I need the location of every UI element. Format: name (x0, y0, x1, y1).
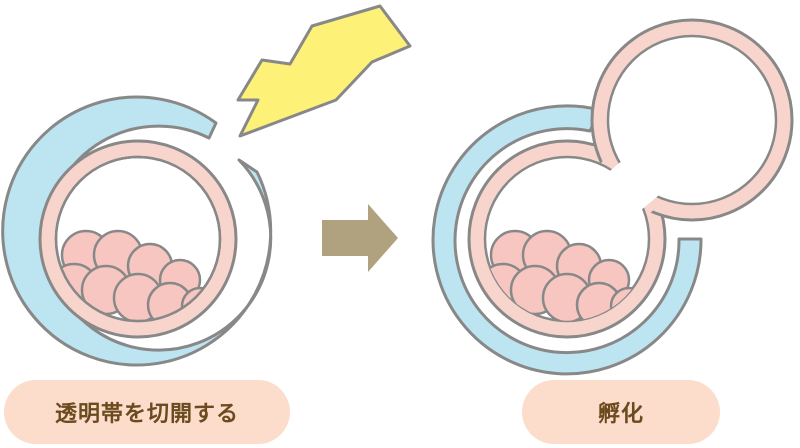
step-label-incise-zona: 透明帯を切開する (4, 380, 290, 444)
step-label-hatching-text: 孵化 (597, 402, 644, 427)
embryo-right (431, 18, 794, 376)
arrow-right-icon (322, 204, 398, 272)
step-label-incise-zona-text: 透明帯を切開する (54, 402, 239, 427)
embryo-left (1, 95, 273, 367)
step-label-hatching: 孵化 (522, 380, 720, 444)
lightning-icon (236, 4, 412, 138)
zona-pellucida-right (431, 104, 703, 376)
